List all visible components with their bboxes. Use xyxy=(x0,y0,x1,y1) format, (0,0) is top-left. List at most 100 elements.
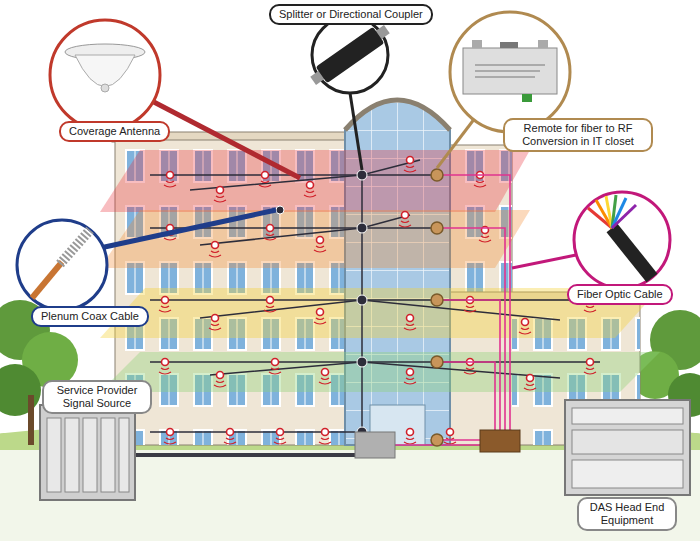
antennas xyxy=(259,172,271,188)
antennas xyxy=(519,319,531,335)
antenna-callout xyxy=(101,84,109,92)
splitters xyxy=(357,295,367,305)
service-provider-equipment xyxy=(40,405,135,500)
remote-units xyxy=(431,222,443,234)
antenna-callout xyxy=(50,20,160,130)
coax-runs xyxy=(210,362,560,378)
coax-runs xyxy=(150,299,600,301)
leader-lines xyxy=(350,93,362,170)
antennas xyxy=(209,315,221,331)
leader-lines xyxy=(512,255,576,268)
fiber-runs xyxy=(437,300,500,432)
remote-callout xyxy=(475,65,545,77)
coax-callout xyxy=(17,220,107,310)
das-head-end-equipment xyxy=(572,430,683,454)
antennas xyxy=(479,227,491,243)
callout-label: Service Provider Signal Source xyxy=(42,380,152,414)
antennas xyxy=(314,309,326,325)
service-provider-equipment xyxy=(119,418,129,492)
antenna-callout xyxy=(75,55,135,87)
antennas xyxy=(274,429,286,445)
leader-lines xyxy=(100,210,276,248)
fiber-runs xyxy=(437,175,510,432)
building xyxy=(345,100,450,130)
service-provider-equipment xyxy=(83,418,97,492)
remote-callout xyxy=(450,12,570,132)
callout-label: Splitter or Directional Coupler xyxy=(269,4,433,25)
fiber-callout xyxy=(574,192,670,288)
floor-planes xyxy=(100,150,530,212)
fiber-callout xyxy=(574,192,670,288)
antennas xyxy=(159,157,596,445)
antennas xyxy=(214,187,226,203)
antennas xyxy=(524,375,536,391)
callout-label: Remote for fiber to RF Conversion in IT … xyxy=(503,118,653,152)
antennas xyxy=(164,172,176,188)
antennas xyxy=(264,297,276,313)
antennas xyxy=(399,212,411,228)
antennas xyxy=(159,359,171,375)
coax-callout xyxy=(32,262,62,298)
das-head-end-equipment xyxy=(565,400,690,495)
antennas xyxy=(404,369,416,385)
fiber-callout xyxy=(612,198,626,228)
splitter-callout xyxy=(307,17,392,93)
service-provider-equipment xyxy=(65,418,79,492)
coax-runs xyxy=(150,160,600,432)
splitters xyxy=(357,357,367,367)
coax-runs xyxy=(190,160,420,190)
fiber-runs xyxy=(437,228,505,432)
antennas xyxy=(464,297,476,313)
service-provider-equipment xyxy=(40,405,135,500)
das-head-end-equipment xyxy=(565,400,690,495)
label-text: Splitter or Directional Coupler xyxy=(279,8,423,21)
floor-planes xyxy=(100,150,660,392)
splitter-callout xyxy=(312,17,388,93)
antennas xyxy=(319,369,331,385)
antennas xyxy=(404,315,416,331)
fiber-runs xyxy=(437,362,495,432)
service-provider-equipment xyxy=(101,418,115,492)
antennas xyxy=(404,429,416,445)
remote-callout xyxy=(472,40,482,48)
fiber-runs xyxy=(395,175,510,445)
coax-callout xyxy=(17,220,107,310)
feed-line xyxy=(135,453,355,457)
remote-units xyxy=(431,169,443,446)
feed-line xyxy=(480,430,520,452)
splitters xyxy=(357,223,367,233)
antennas xyxy=(264,225,276,241)
fiber-callout xyxy=(612,205,636,228)
antennas xyxy=(584,359,596,375)
leader-lines xyxy=(437,118,475,168)
remote-callout xyxy=(522,94,532,102)
antennas xyxy=(214,372,226,388)
antennas xyxy=(319,429,331,445)
callout-label: DAS Head End Equipment xyxy=(577,497,677,531)
remote-callout xyxy=(500,42,518,48)
antennas xyxy=(474,172,486,188)
antennas xyxy=(444,429,456,445)
coax-runs xyxy=(200,300,560,320)
antennas xyxy=(464,359,476,375)
splitters xyxy=(276,170,367,437)
splitter-callout xyxy=(316,27,385,84)
splitters xyxy=(357,170,367,180)
antennas xyxy=(304,182,316,198)
feed-line xyxy=(135,430,520,458)
remote-units xyxy=(431,356,443,368)
splitter-callout xyxy=(307,21,392,89)
floor-planes xyxy=(100,352,660,392)
callout-label: Plenum Coax Cable xyxy=(31,306,149,327)
antenna-callout xyxy=(50,20,160,130)
trees xyxy=(28,395,34,445)
remote-callout xyxy=(450,12,570,132)
coax-callout xyxy=(60,230,90,264)
callout-label: Coverage Antenna xyxy=(59,121,170,142)
das-head-end-equipment xyxy=(572,460,683,488)
antennas xyxy=(224,429,236,445)
remote-units xyxy=(431,169,443,181)
antennas xyxy=(164,429,176,445)
